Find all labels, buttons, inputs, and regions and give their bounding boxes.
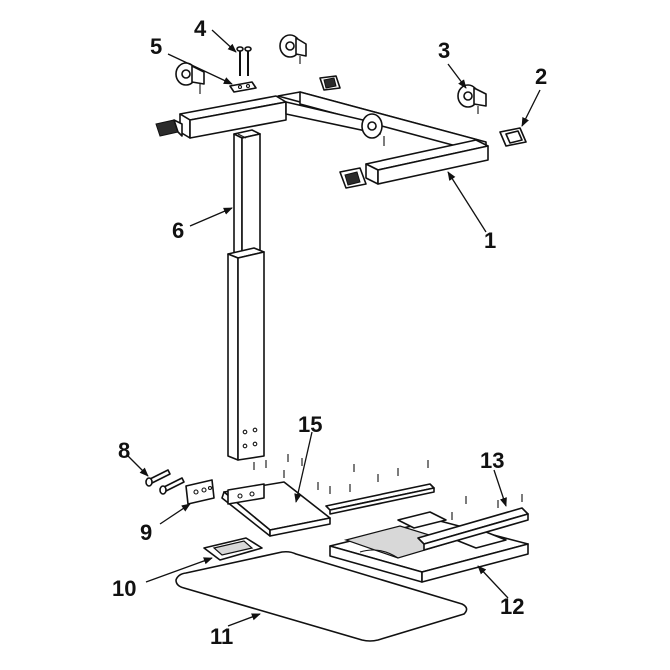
callout-11: 11 xyxy=(210,624,233,649)
fasteners-group xyxy=(253,454,523,520)
leader-2 xyxy=(521,89,541,127)
caster-part xyxy=(175,34,487,114)
screw-part xyxy=(236,46,252,76)
end-cap-rear xyxy=(319,75,341,91)
callout-13: 13 xyxy=(480,448,504,473)
leader-6 xyxy=(189,207,233,227)
callout-4: 4 xyxy=(194,16,207,41)
callout-6: 6 xyxy=(172,218,184,243)
callout-15: 15 xyxy=(298,412,322,437)
callout-1: 1 xyxy=(484,228,496,253)
leader-4 xyxy=(211,29,237,53)
leader-lines xyxy=(127,29,541,627)
callout-labels: 1 2 3 4 5 6 8 9 10 11 12 13 15 xyxy=(112,16,547,649)
end-cap-front xyxy=(339,167,367,189)
leader-8 xyxy=(127,455,149,477)
callout-12: 12 xyxy=(500,594,524,619)
mouse-tray-part xyxy=(203,537,263,561)
desktop-part xyxy=(175,550,468,642)
caster-center xyxy=(279,34,307,64)
end-cap-left xyxy=(155,119,183,137)
callout-9: 9 xyxy=(140,520,152,545)
callout-10: 10 xyxy=(112,576,136,601)
mounting-bracket-part xyxy=(221,481,331,537)
caster-right xyxy=(457,84,487,114)
callout-3: 3 xyxy=(438,38,450,63)
rail-left xyxy=(325,483,435,515)
pin-part xyxy=(145,469,185,495)
caster-left xyxy=(175,62,205,94)
bracket-part xyxy=(229,81,257,93)
leader-5 xyxy=(167,53,233,85)
plate-part xyxy=(185,479,215,505)
frame-part xyxy=(179,91,489,185)
column-part xyxy=(227,129,265,461)
leader-13 xyxy=(493,469,507,507)
rail-part xyxy=(417,507,529,551)
leader-12 xyxy=(477,565,509,599)
callout-5: 5 xyxy=(150,34,162,59)
leader-15 xyxy=(294,431,313,503)
leader-3 xyxy=(447,63,467,89)
callout-8: 8 xyxy=(118,438,130,463)
leader-9 xyxy=(159,503,191,525)
callout-2: 2 xyxy=(535,64,547,89)
end-cap-right xyxy=(499,127,527,147)
leader-1 xyxy=(447,171,487,233)
leader-10 xyxy=(145,557,213,583)
end-cap-part xyxy=(155,75,527,189)
leader-11 xyxy=(227,613,261,627)
